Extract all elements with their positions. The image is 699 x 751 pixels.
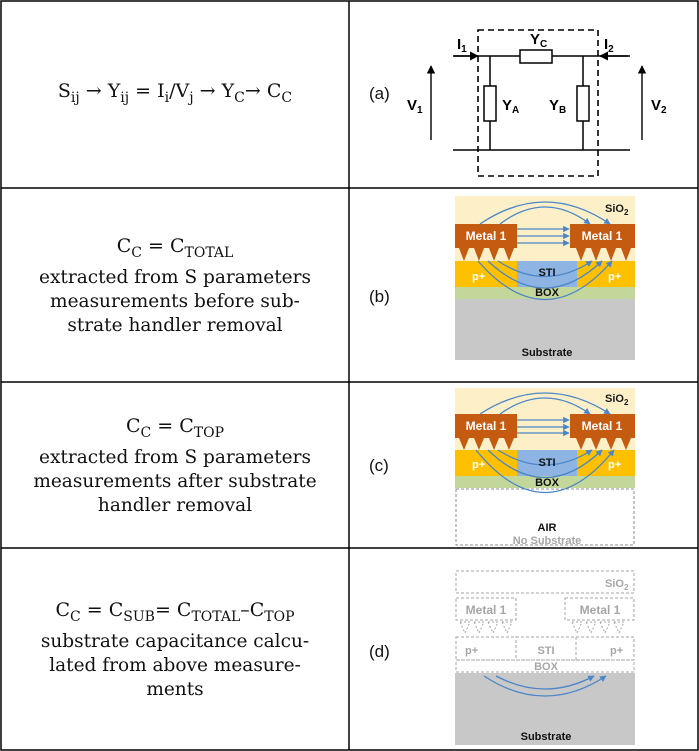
substrate-d (455, 673, 635, 745)
description-c-line-3: handler removal (97, 494, 253, 516)
metal-right-b (570, 224, 635, 248)
sti-label-b: STI (538, 267, 555, 279)
equation-a: Sij → Yij = Ii/Vj → YC→ CC (57, 80, 293, 106)
substrate-b (455, 299, 635, 360)
box-layer-b (455, 287, 635, 299)
cross-section-c: SiO2 Metal 1 Metal 1 p+ p+ STI BOX AIR N… (455, 388, 635, 547)
metal-left-c (455, 414, 517, 438)
field-lines-c (475, 392, 615, 494)
panel-label-a: (a) (369, 84, 390, 103)
row-c-text: CC = CTOP extracted from S parameters me… (2, 384, 348, 547)
pplus-right-label-c: p+ (608, 459, 621, 471)
equation-c: CC = CTOP (125, 415, 225, 441)
pplus-outline-d (455, 636, 635, 661)
metal-right-outline-d (564, 597, 635, 621)
metal-left-label-c: Metal 1 (466, 419, 507, 433)
description-c-line-1: extracted from S parameters (39, 446, 311, 468)
sio2-label-b: SiO2 (605, 203, 629, 217)
circuit-diagram: I1 I2 YC YA YB V1 V2 (407, 29, 667, 177)
row-d-text: CC = CSUB= CTOTAL–CTOP substrate capacit… (2, 550, 348, 749)
sio2-label-d: SiO2 (605, 578, 629, 592)
air-label-c: AIR (538, 522, 557, 534)
substrate-label-d: Substrate (521, 731, 572, 743)
panel-label-b: (b) (369, 287, 390, 306)
pplus-left-label-d: p+ (465, 645, 478, 657)
equation-d: CC = CSUB= CTOTAL–CTOP (55, 599, 295, 625)
ya-element (483, 85, 497, 122)
box-label-b: BOX (535, 287, 560, 299)
no-substrate-outline (455, 488, 635, 546)
description-b-line-3: strate handler removal (67, 314, 283, 336)
contacts-left-b (459, 248, 514, 261)
metal-left-label-d: Metal 1 (466, 603, 507, 617)
contacts-outline-d (459, 621, 625, 635)
box-label-d: BOX (534, 661, 559, 673)
description-c-line-2: measurements after substrate (33, 470, 317, 492)
yb-element (576, 85, 590, 122)
description-b-line-2: measurements before sub- (50, 290, 300, 312)
ya-label: YA (502, 97, 519, 116)
pplus-left-label-c: p+ (472, 459, 485, 471)
metal-right-label-b: Metal 1 (582, 229, 623, 243)
pplus-left-label-b: p+ (472, 271, 485, 283)
description-d-line-2: lated from above measure- (49, 654, 301, 676)
contacts-right-b (576, 248, 631, 261)
v2-label: V2 (651, 97, 667, 116)
equation-b: CC = CTOTAL (116, 235, 234, 261)
i2-label: I2 (604, 36, 614, 55)
description-d-line-1: substrate capacitance calcu- (40, 630, 310, 652)
v1-label: V1 (407, 97, 423, 116)
row-b-text: CC = CTOTAL extracted from S parameters … (2, 190, 348, 381)
pplus-right-label-b: p+ (608, 271, 621, 283)
yb-label: YB (549, 97, 566, 116)
panel-label-d: (d) (369, 642, 390, 661)
two-port-box (477, 29, 599, 177)
metal-left-outline-d (455, 597, 517, 621)
row-a-text: Sij → Yij = Ii/Vj → YC→ CC (2, 2, 348, 187)
pplus-right-label-d: p+ (610, 645, 623, 657)
contacts-right-c (576, 438, 631, 450)
cross-section-b: SiO2 Metal 1 Metal 1 p+ p+ STI BOX Subst… (455, 196, 635, 360)
no-substrate-label-c: No Substrate (513, 535, 581, 547)
sti-label-d: STI (537, 645, 554, 657)
metal-right-c (570, 414, 635, 438)
box-layer-c (455, 476, 635, 488)
description-b-line-1: extracted from S parameters (39, 266, 311, 288)
panel-label-c: (c) (369, 456, 389, 475)
cross-section-d: SiO2 Metal 1 Metal 1 p+ p+ STI BOX Subst… (455, 570, 635, 745)
field-lines-b (477, 201, 613, 301)
description-d-line-3: ments (146, 678, 204, 700)
i1-label: I1 (457, 36, 467, 55)
metal-right-label-c: Metal 1 (582, 419, 623, 433)
metal-right-label-d: Metal 1 (580, 603, 621, 617)
box-label-c: BOX (535, 477, 560, 489)
sio2-label-c: SiO2 (605, 393, 629, 407)
yc-label: YC (530, 31, 547, 50)
sti-label-c: STI (538, 457, 555, 469)
metal-left-b (455, 224, 517, 248)
contacts-left-c (459, 438, 514, 450)
substrate-label-b: Substrate (522, 347, 573, 359)
yc-element (519, 49, 553, 64)
field-lines-d (483, 675, 607, 697)
metal-left-label-b: Metal 1 (466, 229, 507, 243)
